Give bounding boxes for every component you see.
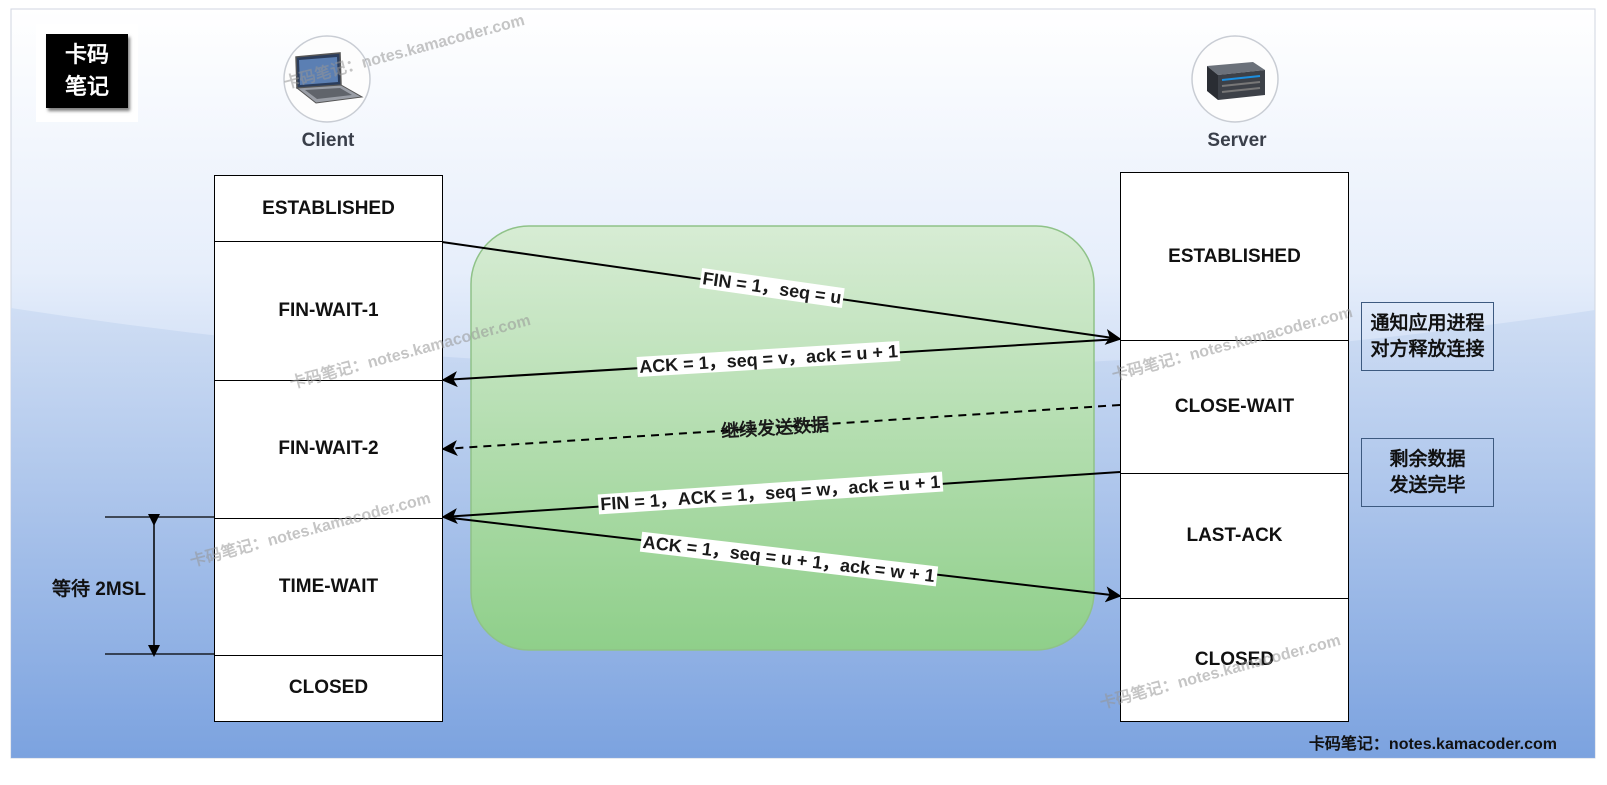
client-divider xyxy=(215,380,442,381)
arrow-data xyxy=(441,404,1121,457)
logo: 卡码 笔记 xyxy=(36,24,138,122)
wait-2msl-label: 等待 2MSL xyxy=(52,579,146,600)
note-notify-app: 通知应用进程 对方释放连接 xyxy=(1361,302,1494,371)
logo-line1: 卡码 xyxy=(64,42,109,68)
laptop-icon xyxy=(295,52,364,104)
logo-mark: 卡码 笔记 xyxy=(46,34,128,108)
server-state-close-wait: CLOSE-WAIT xyxy=(1174,395,1295,417)
client-state-fin-wait-1: FIN-WAIT-1 xyxy=(278,299,379,321)
server-label: Server xyxy=(1207,130,1267,151)
green-panel xyxy=(470,225,1095,651)
server-state-column: ESTABLISHED CLOSE-WAIT LAST-ACK CLOSED xyxy=(1120,172,1349,722)
server-state-established: ESTABLISHED xyxy=(1168,245,1301,267)
client-state-closed: CLOSED xyxy=(288,677,369,698)
client-state-established: ESTABLISHED xyxy=(262,197,395,219)
client-divider xyxy=(215,241,442,242)
logo-line2: 笔记 xyxy=(64,74,109,100)
server-state-last-ack: LAST-ACK xyxy=(1186,524,1283,546)
note-remaining-data: 剩余数据 发送完毕 xyxy=(1361,438,1494,507)
client-label: Client xyxy=(301,130,355,151)
server-state-closed: CLOSED xyxy=(1194,648,1275,670)
client-state-time-wait: TIME-WAIT xyxy=(278,575,379,597)
server-divider xyxy=(1121,340,1348,341)
client-divider xyxy=(215,655,442,656)
footer-credit: 卡码笔记：notes.kamacoder.com xyxy=(1308,736,1557,753)
server-divider xyxy=(1121,473,1348,474)
client-divider xyxy=(215,518,442,519)
client-state-column: ESTABLISHED FIN-WAIT-1 FIN-WAIT-2 TIME-W… xyxy=(214,175,443,722)
server-divider xyxy=(1121,598,1348,599)
client-state-fin-wait-2: FIN-WAIT-2 xyxy=(278,438,379,459)
server-icon xyxy=(1207,62,1265,100)
